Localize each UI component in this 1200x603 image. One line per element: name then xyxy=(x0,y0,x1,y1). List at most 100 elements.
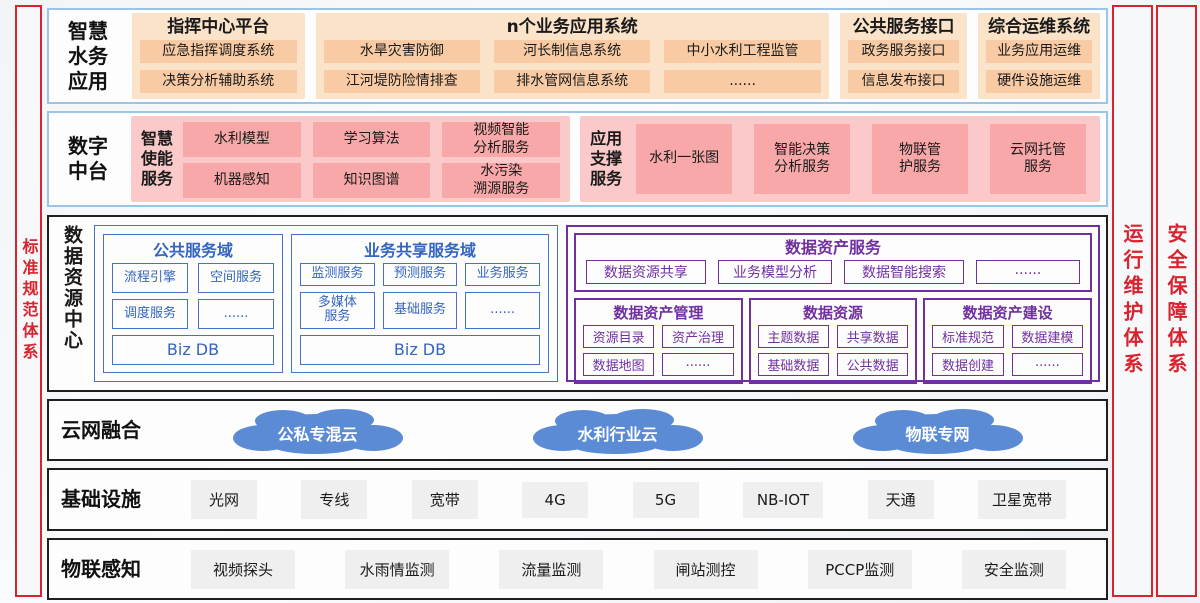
infrastructure-item: NB-IOT xyxy=(742,481,824,518)
cloud-icon xyxy=(853,409,1023,454)
iot-sensing-item: 安全监测 xyxy=(961,549,1066,589)
share-domain-db: Biz DB xyxy=(300,335,540,365)
asset-mgmt-item: ...... xyxy=(662,352,734,376)
smart-water-apps-layer: 智慧 水务 应用 指挥中心平台 应急指挥调度系统 决策分析辅助系统 n个业务应用… xyxy=(47,8,1108,104)
iot-sensing-item: 闸站测控 xyxy=(653,549,758,589)
public-service-domain: 公共服务域 流程引擎 空间服务 调度服务 ...... Biz DB xyxy=(103,234,283,373)
infrastructure-item: 4G xyxy=(522,481,589,518)
infrastructure-layer: 基础设施 光网 专线 宽带 4G 5G NB-IOT 天通 卫星宽带 xyxy=(47,468,1108,531)
business-system-item: 中小水利工程监管 xyxy=(664,40,821,63)
ops-system-title: 综合运维系统 xyxy=(988,17,1091,37)
ops-system-item: 硬件设施运维 xyxy=(986,69,1092,93)
iot-sensing-item: 水雨情监测 xyxy=(345,549,450,589)
asset-services-title: 数据资产服务 xyxy=(784,238,881,257)
cloud-icon xyxy=(233,409,403,454)
share-domain-item: 基础服务 xyxy=(382,291,458,329)
standards-system-bar: 标准规范体系 xyxy=(15,5,42,597)
data-resources: 数据资源 主题数据 共享数据 基础数据 公共数据 xyxy=(748,298,918,384)
asset-service-item: 数据资源共享 xyxy=(586,260,706,284)
asset-build-item: ...... xyxy=(1011,352,1084,376)
data-asset-management: 数据资产管理 资源目录 资产治理 数据地图 ...... xyxy=(574,298,743,384)
data-resource-item: 主题数据 xyxy=(757,324,829,348)
support-service-item: 水利一张图 xyxy=(636,124,733,194)
enable-services-label: 智慧 使能 服务 xyxy=(141,129,174,188)
apps-layer-label: 智慧 水务 应用 xyxy=(68,18,108,93)
support-service-item: 物联管 护服务 xyxy=(872,124,969,194)
iot-sensing-item: 流量监测 xyxy=(499,549,604,589)
digital-platform-layer: 数字 中台 智慧 使能 服务 水利模型 学习算法 视频智能 分析服务 机器感知 … xyxy=(47,111,1108,207)
standards-system-label: 标准规范体系 xyxy=(19,238,39,364)
security-assurance-label: 安全保障体系 xyxy=(1164,223,1188,379)
cloud-shape: 水利行业云 xyxy=(525,406,710,456)
business-system-item: ...... xyxy=(664,69,821,93)
asset-mgmt-item: 资产治理 xyxy=(662,324,734,348)
cloud-network-layer: 云网融合 公私专混云 xyxy=(47,399,1108,461)
business-system-item: 排水管网信息系统 xyxy=(493,69,651,93)
enable-service-item: 水污染 溯源服务 xyxy=(442,163,561,198)
asset-mgmt-item: 数据地图 xyxy=(583,352,655,376)
data-resource-item: 基础数据 xyxy=(757,352,829,376)
support-services-label: 应用 支撑 服务 xyxy=(590,129,623,188)
operation-maintenance-bar: 运行维护体系 xyxy=(1112,5,1153,597)
share-domain-title: 业务共享服务域 xyxy=(363,241,476,260)
enable-service-item: 水利模型 xyxy=(183,122,301,157)
share-domain-item: 预测服务 xyxy=(382,263,458,286)
iot-sensing-item: PCCP监测 xyxy=(807,549,912,589)
share-domain-item: 多媒体 服务 xyxy=(300,291,375,329)
iot-sensing-label: 物联感知 xyxy=(61,556,141,581)
support-services-panel: 应用 支撑 服务 水利一张图 智能决策 分析服务 物联管 护服务 云网托管 服务 xyxy=(580,116,1100,202)
cloud-label: 水利行业云 xyxy=(577,425,658,444)
support-service-item: 云网托管 服务 xyxy=(990,124,1086,194)
infrastructure-item: 宽带 xyxy=(411,480,478,519)
data-resource-item: 公共数据 xyxy=(837,352,909,376)
architecture-diagram: 智慧 水务 应用 指挥中心平台 应急指挥调度系统 决策分析辅助系统 n个业务应用… xyxy=(47,0,1108,603)
public-domain-title: 公共服务域 xyxy=(152,241,233,260)
public-domain-item: 流程引擎 xyxy=(112,263,188,293)
business-systems-title: n个业务应用系统 xyxy=(506,17,638,37)
asset-build-item: 数据建模 xyxy=(1011,324,1084,348)
asset-mgmt-title: 数据资产管理 xyxy=(613,304,704,322)
cloud-label: 公私专混云 xyxy=(277,425,358,444)
cloud-label: 物联专网 xyxy=(905,425,970,444)
public-domain-item: ...... xyxy=(198,299,274,329)
data-resource-layer: 数据资源中心 公共服务域 流程引擎 空间服务 调度服务 ...... Biz D… xyxy=(47,215,1108,392)
cloud-shape: 公私专混云 xyxy=(225,406,410,456)
asset-service-item: ...... xyxy=(975,260,1080,284)
infrastructure-item: 卫星宽带 xyxy=(977,480,1066,519)
asset-build-item: 数据创建 xyxy=(932,352,1004,376)
business-system-item: 水旱灾害防御 xyxy=(323,40,480,63)
ops-system-section: 综合运维系统 业务应用运维 硬件设施运维 xyxy=(978,13,1100,99)
iot-sensing-item: 视频探头 xyxy=(191,549,295,589)
command-center-section: 指挥中心平台 应急指挥调度系统 决策分析辅助系统 xyxy=(132,13,305,99)
data-resources-title: 数据资源 xyxy=(803,304,864,322)
cloud-icon xyxy=(533,409,703,454)
data-asset-build: 数据资产建设 标准规范 数据建模 数据创建 ...... xyxy=(923,298,1093,384)
enable-services-panel: 智慧 使能 服务 水利模型 学习算法 视频智能 分析服务 机器感知 知识图谱 水… xyxy=(131,116,571,202)
digital-platform-label: 数字 中台 xyxy=(68,134,108,183)
enable-service-item: 学习算法 xyxy=(312,122,431,157)
command-center-item: 决策分析辅助系统 xyxy=(140,69,297,93)
public-domain-item: 空间服务 xyxy=(198,263,274,293)
iot-sensing-layer: 物联感知 视频探头 水雨情监测 流量监测 闸站测控 PCCP监测 安全监测 xyxy=(47,538,1108,600)
asset-service-item: 数据智能搜索 xyxy=(844,260,964,284)
data-resource-label: 数据资源中心 xyxy=(61,225,83,351)
security-assurance-bar: 安全保障体系 xyxy=(1156,5,1197,597)
public-domain-db: Biz DB xyxy=(112,335,274,365)
infrastructure-item: 天通 xyxy=(867,480,934,519)
public-interface-item: 信息发布接口 xyxy=(847,69,960,93)
asset-build-title: 数据资产建设 xyxy=(962,304,1053,322)
public-domain-item: 调度服务 xyxy=(112,299,188,329)
enable-service-item: 机器感知 xyxy=(183,163,301,198)
business-system-item: 河长制信息系统 xyxy=(493,40,651,63)
business-system-item: 江河堤防险情排查 xyxy=(323,69,480,93)
asset-service-item: 业务模型分析 xyxy=(717,260,833,284)
public-interfaces-section: 公共服务接口 政务服务接口 信息发布接口 xyxy=(839,13,968,99)
command-center-item: 应急指挥调度系统 xyxy=(140,40,297,63)
infrastructure-label: 基础设施 xyxy=(61,487,141,511)
infrastructure-item: 光网 xyxy=(191,480,257,519)
enable-service-item: 知识图谱 xyxy=(312,163,431,198)
cloud-network-label: 云网融合 xyxy=(61,418,141,442)
asset-build-item: 标准规范 xyxy=(932,324,1004,348)
data-asset-services: 数据资产服务 数据资源共享 业务模型分析 数据智能搜索 ...... xyxy=(574,233,1092,292)
support-service-item: 智能决策 分析服务 xyxy=(754,124,851,194)
